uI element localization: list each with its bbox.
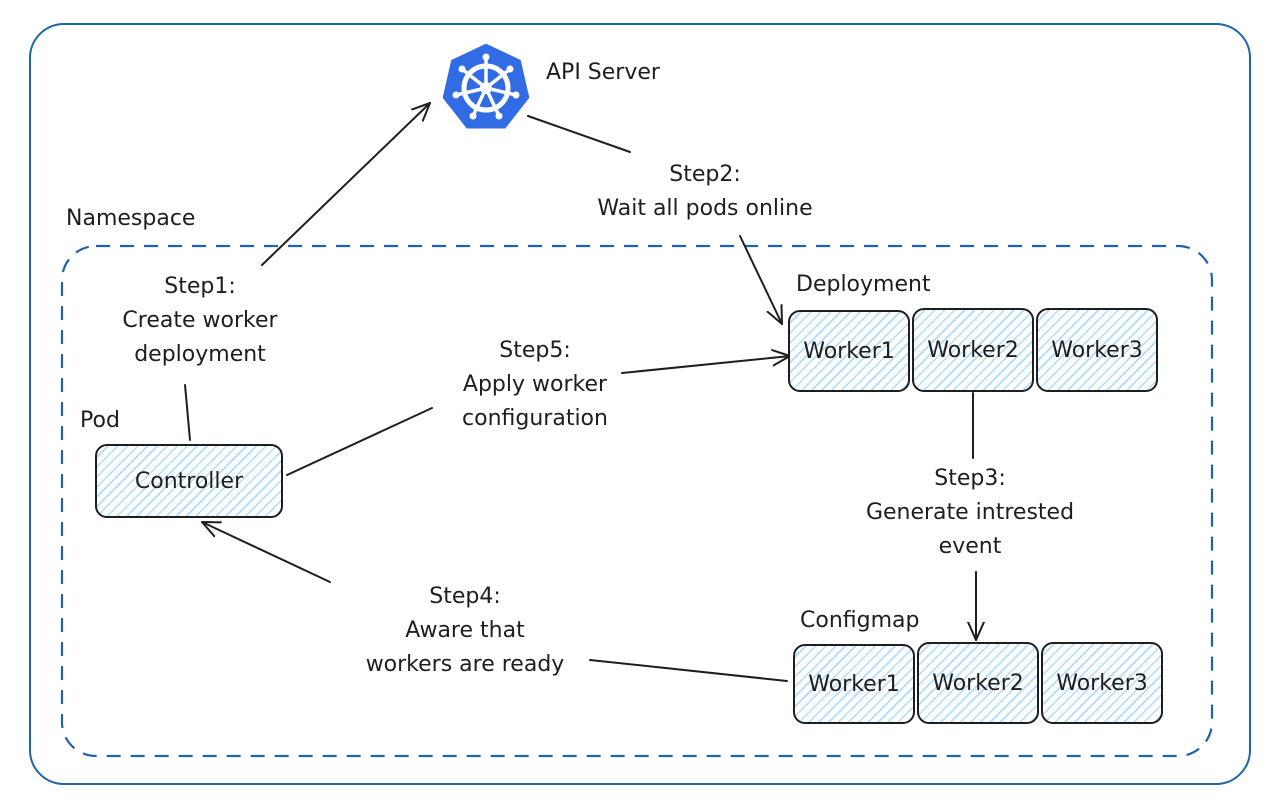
controller-box[interactable]: Controller bbox=[95, 444, 283, 518]
pod-label: Pod bbox=[80, 408, 120, 433]
step4-label: Step4: Aware that workers are ready bbox=[330, 580, 600, 682]
configmap-label: Configmap bbox=[800, 608, 920, 633]
step4-line1: Aware that bbox=[405, 618, 525, 643]
deployment-worker1-label: Worker1 bbox=[803, 338, 895, 364]
step5-title: Step5: bbox=[499, 338, 571, 363]
step1-line2: deployment bbox=[134, 342, 266, 367]
configmap-worker1-box[interactable]: Worker1 bbox=[793, 644, 915, 724]
connector-api-to-step2 bbox=[527, 115, 631, 153]
step1-title: Step1: bbox=[164, 274, 236, 299]
connector-configmap-to-step4 bbox=[589, 659, 788, 682]
step2-label: Step2: Wait all pods online bbox=[540, 158, 870, 226]
step1-label: Step1: Create worker deployment bbox=[80, 270, 320, 372]
deployment-worker2-label: Worker2 bbox=[927, 337, 1019, 363]
arrow-step1 bbox=[261, 102, 431, 266]
configmap-worker3-label: Worker3 bbox=[1056, 670, 1148, 696]
namespace-boundary bbox=[60, 244, 1214, 758]
step3-label: Step3: Generate intrested event bbox=[820, 462, 1120, 564]
step4-line2: workers are ready bbox=[365, 652, 565, 677]
configmap-worker2-box[interactable]: Worker2 bbox=[917, 642, 1039, 724]
controller-label: Controller bbox=[134, 468, 244, 494]
step5-label: Step5: Apply worker configuration bbox=[420, 334, 650, 436]
step2-line1: Wait all pods online bbox=[597, 196, 813, 221]
deployment-worker2-box[interactable]: Worker2 bbox=[912, 308, 1034, 392]
configmap-worker3-box[interactable]: Worker3 bbox=[1041, 642, 1163, 724]
step5-line2: configuration bbox=[462, 406, 608, 431]
step1-line1: Create worker bbox=[122, 308, 278, 333]
deployment-label: Deployment bbox=[796, 272, 931, 297]
deployment-worker3-label: Worker3 bbox=[1051, 337, 1143, 363]
configmap-worker1-label: Worker1 bbox=[808, 671, 900, 697]
connector-controller-to-step1 bbox=[184, 384, 191, 441]
step3-title: Step3: bbox=[934, 466, 1006, 491]
arrow-step4 bbox=[201, 521, 331, 583]
deployment-worker1-box[interactable]: Worker1 bbox=[788, 310, 910, 392]
arrow-step5 bbox=[621, 356, 791, 374]
connector-controller-to-step5 bbox=[286, 407, 433, 476]
kubernetes-icon bbox=[439, 40, 533, 132]
step5-line1: Apply worker bbox=[462, 372, 608, 397]
namespace-label: Namespace bbox=[66, 206, 196, 231]
outer-frame bbox=[29, 23, 1251, 785]
step3-line1: Generate intrested bbox=[865, 500, 1075, 525]
step3-line2: event bbox=[938, 534, 1002, 559]
arrow-step2 bbox=[739, 235, 783, 325]
step2-title: Step2: bbox=[669, 162, 741, 187]
step4-title: Step4: bbox=[429, 584, 501, 609]
api-server-label: API Server bbox=[546, 60, 660, 85]
deployment-worker3-box[interactable]: Worker3 bbox=[1036, 308, 1158, 392]
configmap-worker2-label: Worker2 bbox=[932, 670, 1024, 696]
